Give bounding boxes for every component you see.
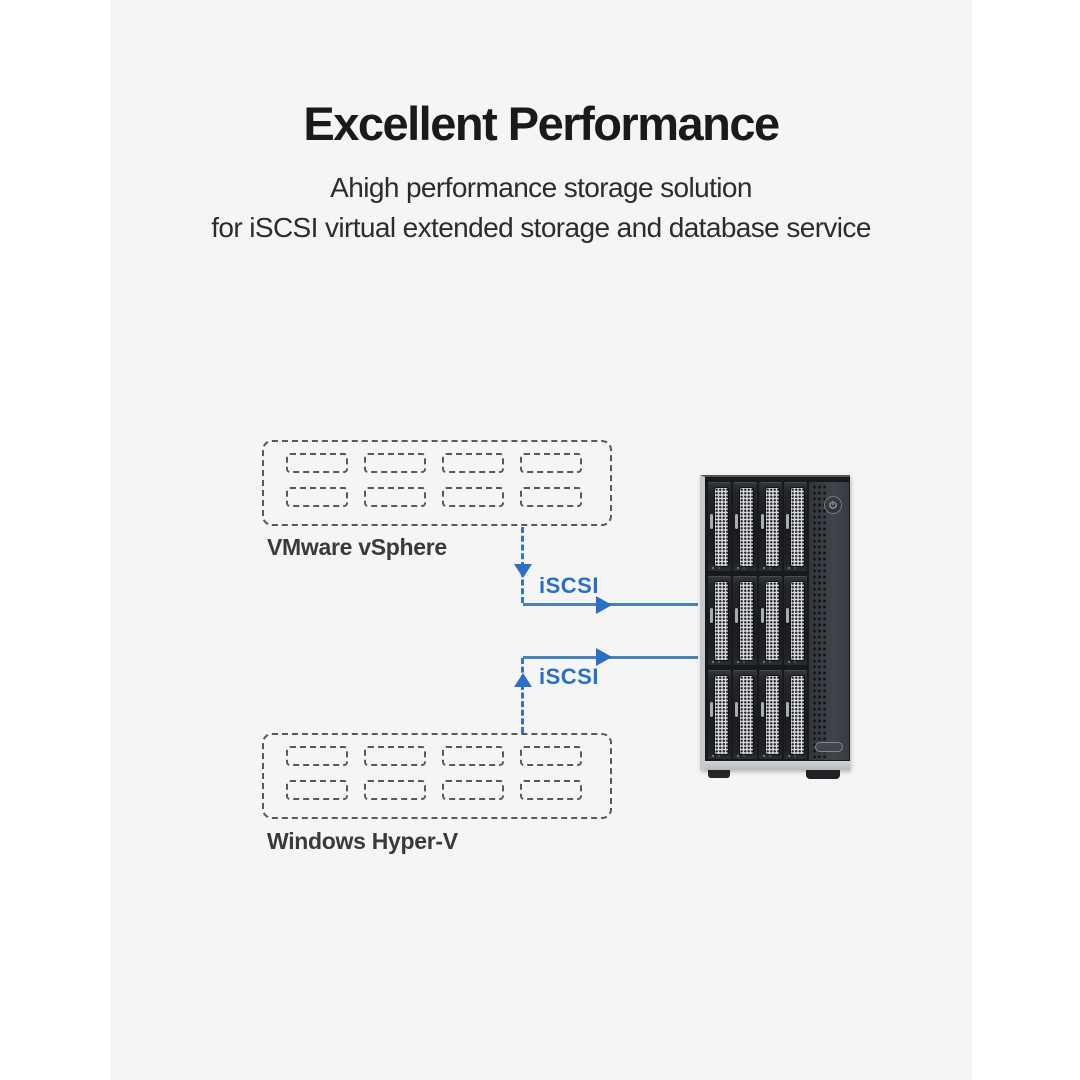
vm-slot — [286, 453, 348, 473]
drive-latch — [760, 514, 764, 530]
drive-bay — [708, 576, 732, 666]
vm-slot — [286, 746, 348, 766]
drive-mesh — [715, 488, 728, 566]
hyperv-label: Windows Hyper-V — [267, 828, 458, 854]
arrow-up-icon — [514, 673, 532, 687]
nas-foot-right — [806, 770, 840, 779]
vm-slot — [364, 487, 426, 507]
drive-mesh — [765, 582, 779, 660]
drive-latch — [785, 514, 789, 530]
drive-latch — [710, 702, 713, 718]
vmware-cluster-box — [262, 440, 612, 526]
drive-bay — [733, 576, 757, 666]
drive-latch — [760, 702, 764, 718]
drive-bay — [708, 482, 732, 572]
drive-bay — [783, 482, 807, 572]
drive-latch — [785, 608, 789, 624]
drive-mesh — [715, 676, 728, 754]
drive-latch — [735, 514, 739, 530]
drive-mesh — [740, 582, 754, 660]
vm-slot — [520, 453, 582, 473]
drive-bay — [733, 670, 757, 760]
vm-slot — [520, 780, 582, 800]
vm-slot-grid — [286, 453, 582, 507]
drive-latch — [710, 514, 713, 530]
nas-chassis — [700, 475, 850, 770]
power-button-icon — [824, 496, 842, 514]
arrow-down-icon — [514, 564, 532, 578]
drive-bay — [758, 576, 782, 666]
drive-latch — [710, 608, 713, 624]
arrow-right-icon — [596, 596, 612, 614]
vm-slot — [442, 746, 504, 766]
vm-slot — [520, 746, 582, 766]
nas-device — [700, 475, 850, 779]
drive-mesh — [790, 488, 804, 566]
subtitle-line-1: Ahigh performance storage solution — [330, 172, 752, 203]
vm-slot — [364, 746, 426, 766]
drive-mesh — [790, 582, 804, 660]
drive-mesh — [765, 676, 779, 754]
vm-slot — [286, 780, 348, 800]
vm-slot — [520, 487, 582, 507]
drive-bay — [708, 670, 732, 760]
vm-slot — [442, 487, 504, 507]
arrow-right-icon — [596, 648, 612, 666]
drive-bay — [733, 482, 757, 572]
vm-slot — [442, 453, 504, 473]
nas-side-panel — [809, 482, 849, 760]
drive-bay — [758, 670, 782, 760]
page-title: Excellent Performance — [303, 97, 780, 150]
drive-latch — [785, 702, 789, 718]
vm-slot — [364, 780, 426, 800]
logo-badge — [815, 742, 843, 752]
vm-slot — [286, 487, 348, 507]
hyperv-cluster-box — [262, 733, 612, 819]
drive-latch — [760, 608, 764, 624]
nas-foot-left — [708, 770, 730, 778]
drive-bay-grid — [708, 482, 807, 760]
drive-mesh — [740, 676, 754, 754]
drive-bay — [783, 576, 807, 666]
nas-base-strip — [705, 761, 850, 770]
vm-slot-grid — [286, 746, 582, 800]
vm-slot — [364, 453, 426, 473]
drive-bay — [783, 670, 807, 760]
drive-bay — [758, 482, 782, 572]
iscsi-label-1: iSCSI — [539, 573, 599, 598]
subtitle-line-2: for iSCSI virtual extended storage and d… — [211, 212, 871, 243]
vmware-label: VMware vSphere — [267, 534, 447, 560]
drive-mesh — [740, 488, 754, 566]
vm-slot — [442, 780, 504, 800]
drive-mesh — [715, 582, 728, 660]
power-icon — [829, 500, 837, 509]
drive-latch — [735, 608, 739, 624]
iscsi-label-2: iSCSI — [539, 664, 599, 689]
drive-mesh — [790, 676, 804, 754]
drive-latch — [735, 702, 739, 718]
drive-mesh — [765, 488, 779, 566]
dashed-connector-hyperv — [521, 658, 524, 733]
vent-grid-icon — [812, 484, 827, 758]
